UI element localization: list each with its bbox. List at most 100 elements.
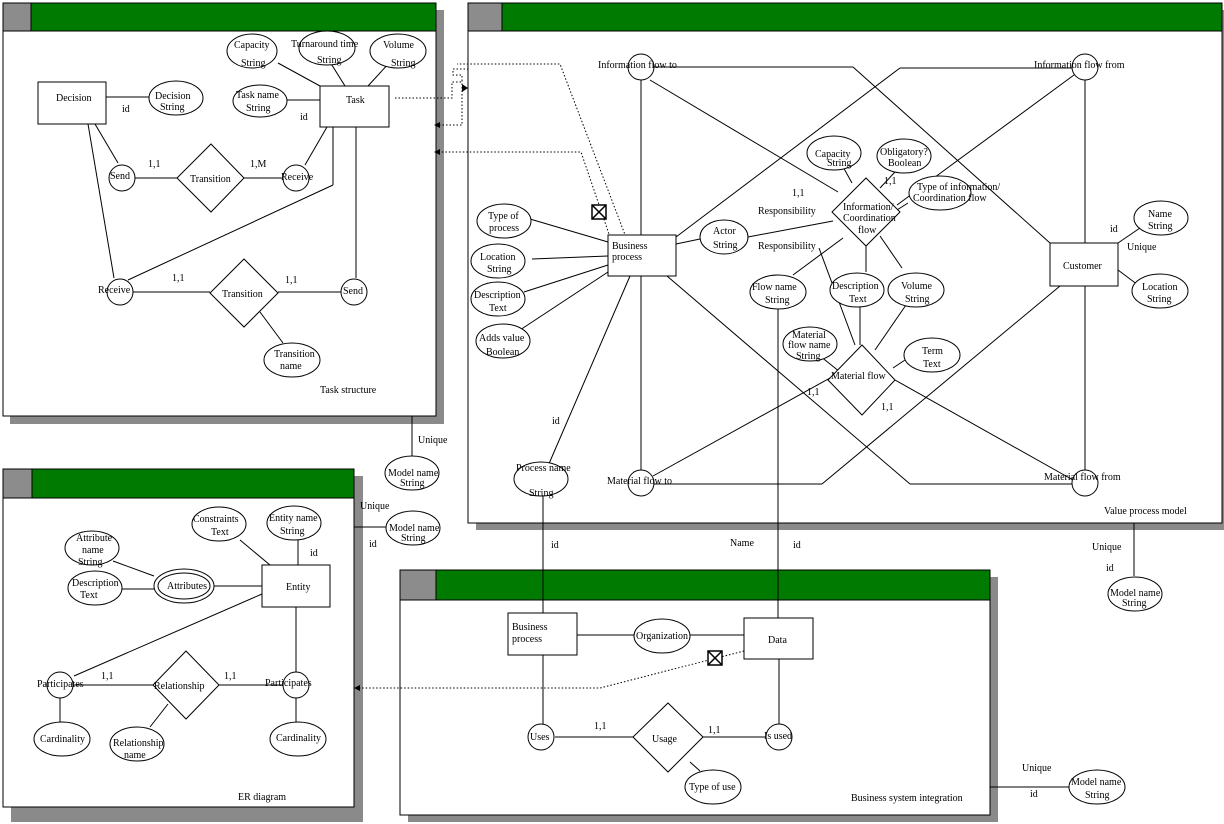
window-business-system-integration[interactable]: Business system integration	[399, 569, 998, 822]
send-node-1[interactable]	[108, 164, 136, 192]
process-name-attribute[interactable]	[513, 461, 569, 497]
task-capacity-type: String	[241, 58, 265, 69]
material-flow-name-attribute[interactable]	[782, 326, 838, 362]
transition-relationship-1[interactable]	[176, 143, 245, 213]
link-delete-icon-2[interactable]	[707, 650, 723, 666]
cardinality-attribute-1[interactable]	[33, 721, 91, 757]
link-delete-icon-1[interactable]	[591, 204, 607, 220]
participates-node-2[interactable]	[282, 671, 310, 699]
relationship-name-label-1: Relationship	[113, 738, 164, 749]
unique-label-1: Unique	[418, 435, 448, 446]
model-name-attribute-4[interactable]	[1068, 769, 1126, 805]
task-window-icon[interactable]	[2, 2, 32, 32]
er-description-name: Description	[72, 578, 119, 589]
decision-attribute-name: Decision	[155, 91, 191, 102]
business-process-entity[interactable]	[607, 234, 677, 277]
data-entity[interactable]	[743, 617, 814, 660]
usage-relationship[interactable]	[632, 702, 704, 773]
term-type: Text	[923, 359, 941, 370]
receive-node-1-label: Receive	[281, 172, 314, 183]
customer-location-attribute[interactable]	[1131, 273, 1189, 309]
organization-attribute[interactable]	[633, 618, 691, 654]
obligatory-attribute[interactable]	[876, 138, 932, 174]
vpm-capacity-name: Capacity	[815, 149, 851, 160]
data-label: Data	[768, 635, 787, 646]
material-volume-type: String	[905, 294, 929, 305]
transition-relationship-2[interactable]	[209, 258, 279, 328]
vpm-window-icon[interactable]	[467, 2, 503, 32]
information-flow-to-node[interactable]	[627, 53, 655, 81]
id-label-4: id	[1030, 789, 1038, 800]
task-capacity-attribute[interactable]	[226, 33, 278, 69]
task-card-1-1-a: 1,1	[148, 159, 161, 170]
material-flow-relationship[interactable]	[827, 344, 896, 416]
relationship-name-attribute[interactable]	[109, 726, 165, 762]
information-coordination-flow-relationship[interactable]	[831, 177, 901, 247]
model-name-attribute-3[interactable]	[1107, 576, 1163, 612]
receive-node-2-label: Receive	[98, 285, 131, 296]
type-of-information-label-1: Type of information/	[917, 182, 1000, 193]
er-description-attribute[interactable]	[67, 570, 123, 606]
receive-node-1[interactable]	[282, 164, 310, 192]
transition-name-attribute[interactable]	[263, 342, 321, 378]
customer-name-type: String	[1148, 221, 1172, 232]
customer-name-attribute[interactable]	[1133, 200, 1189, 236]
material-flow-to-node[interactable]	[627, 469, 655, 497]
location-attribute[interactable]	[470, 243, 526, 279]
description-attribute[interactable]	[470, 281, 526, 317]
task-volume-attribute[interactable]	[369, 33, 427, 69]
business-process-label-1: Business	[612, 241, 648, 252]
decision-attribute-type: String	[160, 102, 184, 113]
information-flow-from-node[interactable]	[1071, 53, 1099, 81]
vpm-card-1-1-c: 1,1	[807, 387, 820, 398]
task-volume-name: Volume	[383, 40, 414, 51]
material-flow-to-label: Material flow to	[607, 476, 672, 487]
uses-label: Uses	[530, 732, 550, 743]
er-window-titlebar[interactable]	[2, 468, 355, 499]
cardinality-attribute-2[interactable]	[269, 721, 327, 757]
constraints-attribute[interactable]	[191, 506, 247, 542]
is-used-node[interactable]	[765, 723, 793, 751]
customer-entity[interactable]	[1049, 242, 1119, 287]
task-name-attribute[interactable]	[232, 84, 288, 118]
send-node-2[interactable]	[340, 278, 368, 306]
task-window-titlebar[interactable]	[2, 2, 437, 32]
window-task-structure[interactable]: Task structure	[2, 2, 444, 424]
decision-attribute[interactable]	[148, 80, 204, 116]
participates-node-1[interactable]	[46, 671, 74, 699]
vpm-capacity-type: String	[827, 158, 851, 169]
bsi-window-titlebar[interactable]	[399, 569, 991, 601]
vpm-capacity-attribute[interactable]	[806, 135, 862, 171]
bsi-window-icon[interactable]	[399, 569, 437, 601]
material-description-attribute[interactable]	[829, 272, 885, 308]
type-of-information-attribute[interactable]	[908, 175, 972, 211]
vpm-window-titlebar[interactable]	[467, 2, 1223, 32]
model-name-attribute-2[interactable]	[385, 510, 441, 546]
type-of-use-attribute[interactable]	[684, 769, 742, 805]
er-window-icon[interactable]	[2, 468, 33, 499]
actor-attribute[interactable]	[699, 219, 749, 255]
attribute-name-attribute[interactable]	[64, 530, 120, 566]
material-volume-attribute[interactable]	[887, 272, 945, 308]
relationship-relationship[interactable]	[152, 650, 220, 720]
term-attribute[interactable]	[903, 337, 961, 373]
type-of-process-attribute[interactable]	[476, 203, 532, 239]
receive-node-2[interactable]	[106, 278, 134, 306]
task-turnaround-attribute[interactable]	[298, 30, 356, 66]
uses-node[interactable]	[527, 723, 555, 751]
id-label-3: id	[1106, 563, 1114, 574]
entity-id-label: id	[310, 548, 318, 559]
task-entity[interactable]	[319, 85, 390, 128]
entity-entity[interactable]	[261, 564, 331, 608]
decision-entity[interactable]	[37, 81, 107, 125]
model-name-2-type: String	[401, 533, 425, 544]
unique-label-4: Unique	[1022, 763, 1052, 774]
location-name: Location	[480, 252, 516, 263]
bsi-business-process-entity[interactable]	[507, 612, 578, 656]
adds-value-attribute[interactable]	[475, 323, 531, 359]
relationship-label: Relationship	[154, 681, 205, 692]
entity-name-attribute[interactable]	[266, 505, 322, 541]
material-flow-from-node[interactable]	[1071, 469, 1099, 497]
model-name-3-name: Model name	[1110, 588, 1161, 599]
model-name-attribute-1[interactable]	[384, 455, 440, 491]
